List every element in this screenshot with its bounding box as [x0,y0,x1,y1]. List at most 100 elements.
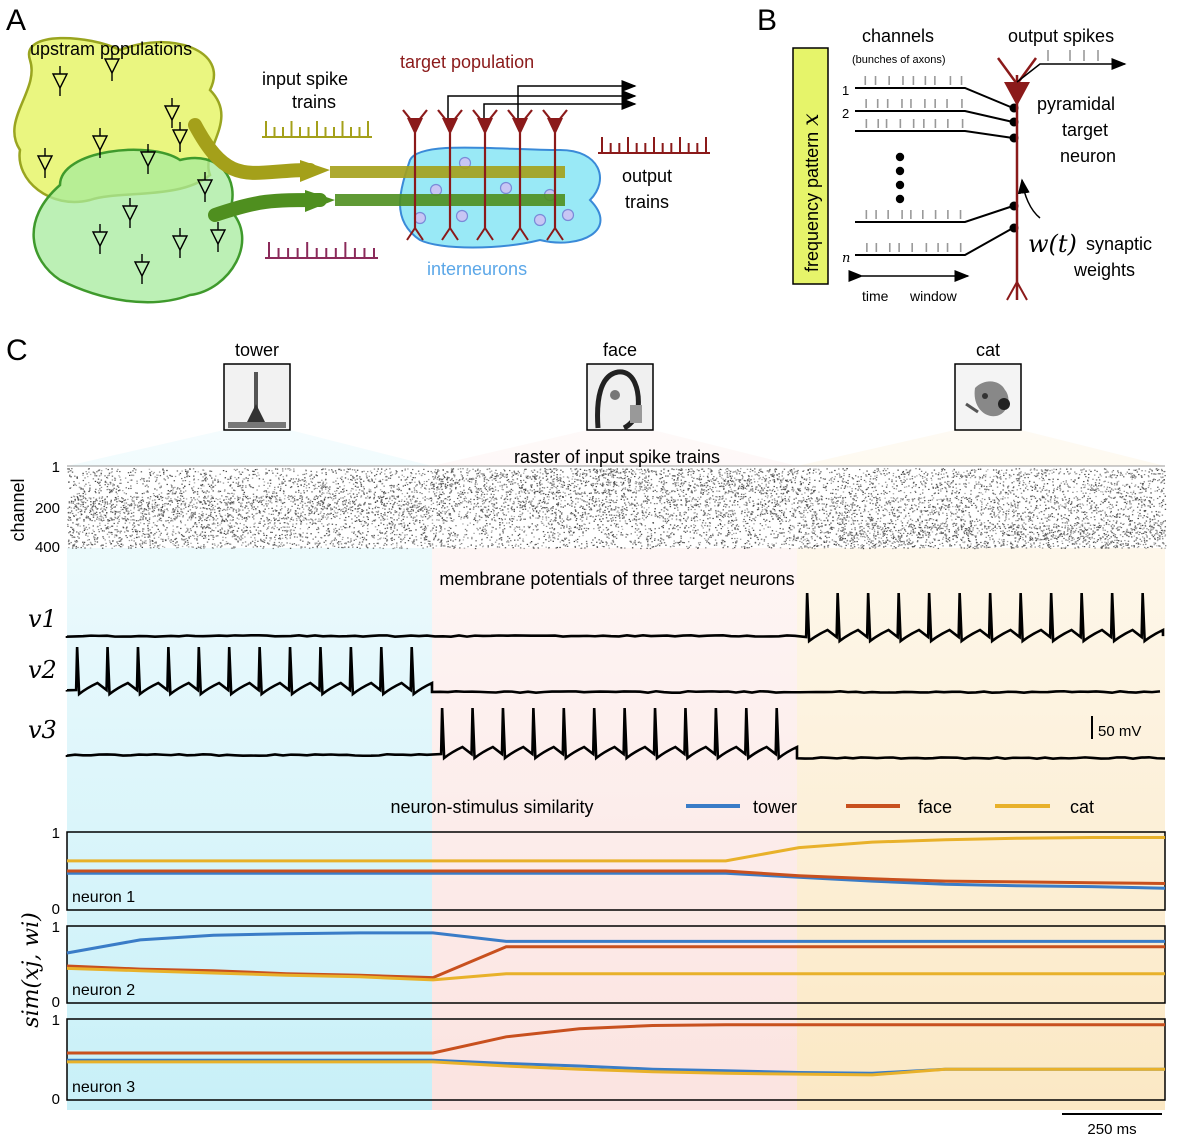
raster-spike [213,518,215,520]
raster-spike [118,518,120,521]
raster-spike [638,476,641,478]
raster-spike [301,536,304,538]
raster-spike [82,545,84,547]
raster-spike [424,535,427,537]
raster-spike [286,534,288,536]
raster-spike [262,525,265,527]
raster-spike [535,475,537,478]
raster-spike [71,547,74,549]
raster-spike [390,471,392,473]
raster-spike [121,497,123,499]
raster-spike [253,470,255,473]
raster-spike [70,470,72,472]
raster-spike [794,479,796,482]
raster-spike [334,516,336,519]
raster-spike [366,492,368,494]
raster-spike [743,471,745,474]
raster-spike [595,469,598,471]
raster-spike [108,536,110,538]
raster-spike [524,488,527,490]
raster-spike [93,472,96,474]
raster-spike [430,500,433,502]
raster-spike [271,526,274,528]
raster-spike [392,514,395,516]
raster-spike [181,539,183,541]
raster-spike [773,481,776,483]
raster-spike [710,479,712,481]
upstream-label: upstram populations [30,39,192,59]
raster-spike [729,479,732,482]
raster-spike [104,502,107,504]
raster-spike [734,493,737,495]
raster-spike [681,485,684,487]
raster-spike [612,474,614,476]
raster-spike [84,496,86,499]
raster-spike [180,510,183,513]
raster-spike [233,489,235,491]
raster-spike [792,489,795,491]
raster-spike [609,482,611,484]
raster-spike [505,493,508,495]
raster-spike [476,488,479,490]
raster-spike [447,471,449,473]
raster-spike [321,501,324,503]
raster-spike [253,506,256,508]
raster-spike [224,501,226,504]
raster-spike [575,485,578,488]
raster-spike [142,517,144,519]
raster-spike [206,490,208,492]
raster-spike [354,503,356,505]
raster-spike [655,474,658,476]
raster-spike [599,471,602,473]
raster-spike [194,523,196,525]
raster-spike [556,490,558,492]
raster-spike [494,489,497,491]
raster-spike [224,514,227,516]
raster-spike [203,499,205,502]
raster-spike [84,502,87,504]
raster-spike [426,546,429,548]
raster-spike [111,479,114,481]
raster-spike [241,498,244,500]
raster-spike [167,510,169,512]
raster-spike [744,472,746,474]
raster-spike [141,499,144,501]
raster-spike [236,495,239,497]
raster-spike [166,493,169,495]
raster-spike [414,520,417,522]
raster-spike [497,475,500,477]
raster-spike [356,469,359,471]
raster-spike [110,499,112,501]
raster-spike [76,541,79,543]
raster-spike [126,530,128,532]
raster-spike [437,468,439,471]
raster-spike [335,480,337,482]
raster-spike [115,491,117,493]
raster-spike [353,501,356,503]
raster-spike [120,482,122,484]
raster-spike [745,488,748,490]
raster-spike [322,485,325,487]
raster-spike [336,534,339,536]
raster-spike [764,492,766,494]
raster-spike [391,532,394,534]
raster-spike [632,470,634,472]
raster-spike [106,501,108,503]
raster-spike [385,468,388,470]
raster-spike [630,471,633,473]
raster-spike [204,534,207,537]
raster-spike [792,477,794,479]
raster-spike [579,479,581,481]
raster-spike [73,544,75,546]
raster-spike [278,478,280,481]
raster-spike [559,474,562,476]
raster-spike [413,522,415,524]
raster-spike [195,524,198,526]
raster-spike [194,532,197,534]
raster-spike [336,511,339,514]
raster-spike [678,493,680,495]
raster-spike [625,471,627,473]
raster-spike [782,488,784,490]
raster-spike [271,502,273,504]
raster-spike [154,488,156,490]
